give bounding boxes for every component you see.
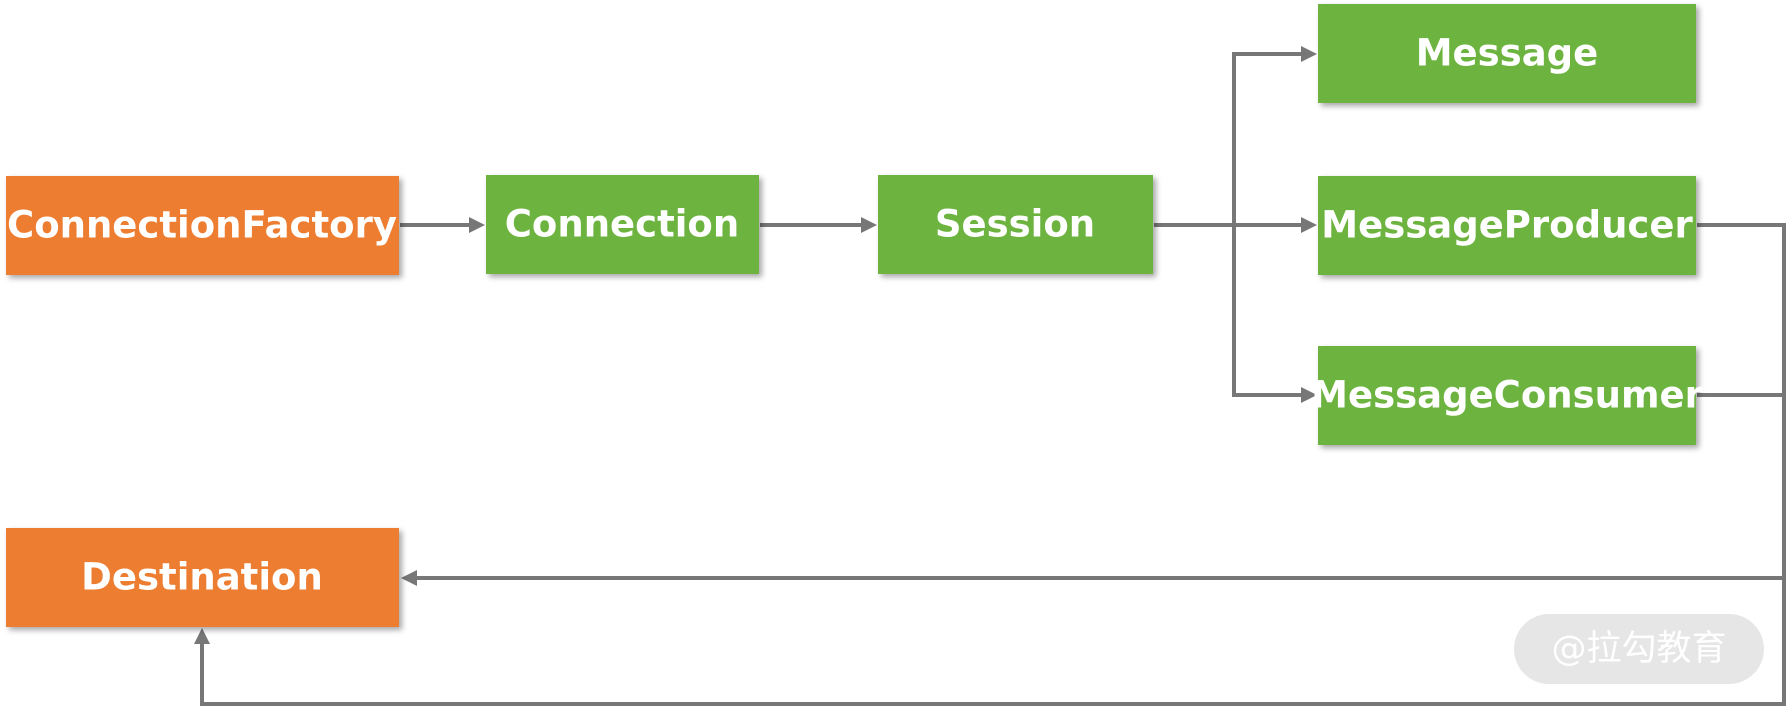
node-message-label: Message — [1416, 32, 1599, 75]
node-destination-label: Destination — [81, 556, 323, 599]
node-message-consumer: MessageConsumer — [1311, 346, 1704, 445]
connectors — [194, 46, 1786, 706]
node-destination: Destination — [6, 528, 399, 627]
arrowhead-message — [1301, 46, 1317, 62]
node-connection-factory-label: ConnectionFactory — [7, 204, 397, 247]
arrowhead-destination-bottom — [194, 628, 210, 644]
node-connection: Connection — [486, 175, 759, 274]
node-message: Message — [1318, 4, 1696, 103]
edge-messageconsumer-destination — [200, 393, 1786, 706]
node-message-producer-label: MessageProducer — [1321, 204, 1693, 247]
node-connection-label: Connection — [505, 203, 739, 246]
node-connection-factory: ConnectionFactory — [6, 176, 399, 275]
watermark: @拉勾教育 — [1514, 614, 1764, 684]
node-message-producer: MessageProducer — [1318, 176, 1696, 275]
arrowhead-messageproducer — [1301, 217, 1317, 233]
node-session-label: Session — [935, 203, 1095, 246]
node-message-consumer-label: MessageConsumer — [1311, 374, 1703, 417]
watermark-text: @拉勾教育 — [1551, 629, 1726, 669]
edge-session-message — [1232, 52, 1302, 225]
node-session: Session — [878, 175, 1153, 274]
nodes: ConnectionFactory Connection Session Mes… — [6, 4, 1704, 627]
arrowhead-messageconsumer — [1301, 387, 1317, 403]
arrowhead-session — [861, 217, 877, 233]
edge-session-messageconsumer — [1232, 225, 1302, 397]
arrowhead-connection — [469, 217, 485, 233]
arrowhead-destination-right — [401, 570, 417, 586]
